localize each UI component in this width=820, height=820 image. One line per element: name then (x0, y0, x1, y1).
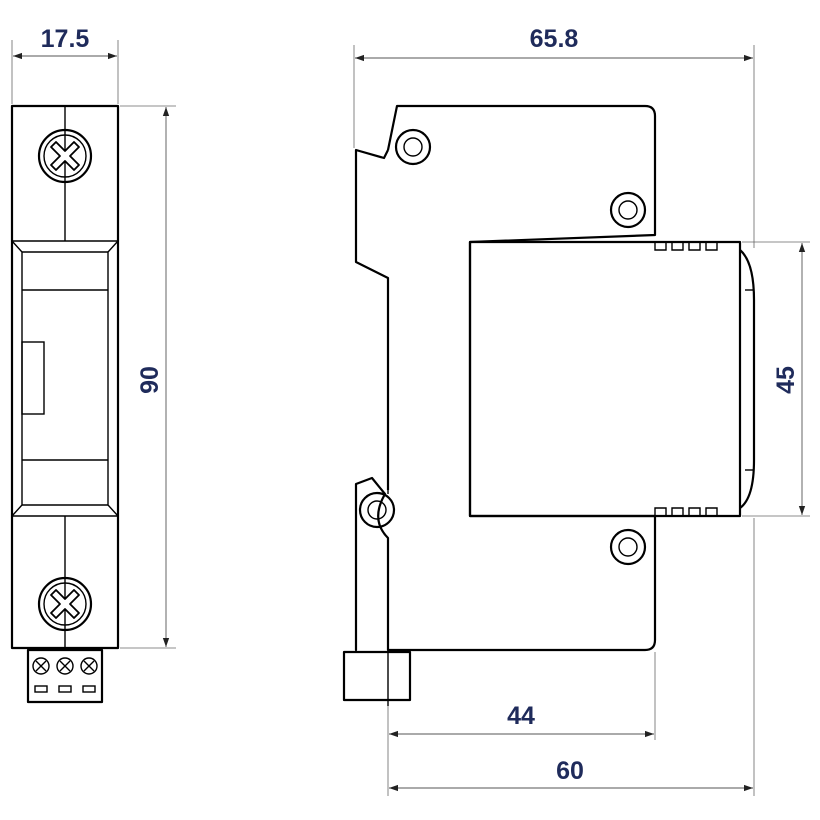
terminal-screw-bottom-icon (37, 576, 93, 632)
rivet-icon (609, 191, 647, 229)
base-depth-label: 60 (556, 757, 584, 785)
front-width-dimension: 17.5 (11, 25, 119, 104)
plug-in-module (468, 240, 756, 518)
side-overall-label: 65.8 (530, 25, 579, 53)
base-depth-dimension: 60 (389, 518, 755, 796)
front-view: 17.5 90 (10, 25, 176, 704)
front-height-label: 90 (136, 366, 164, 394)
rivet-icon (394, 128, 432, 166)
rivet-icon (609, 528, 647, 566)
rivet-icon (358, 491, 396, 529)
front-depth-dimension: 44 (387, 652, 656, 796)
front-width-label: 17.5 (41, 25, 90, 53)
module-height-label: 45 (772, 366, 800, 394)
front-depth-label: 44 (507, 702, 535, 730)
din-clip (342, 650, 412, 702)
status-window (21, 341, 45, 415)
front-cover (11, 240, 119, 517)
module-height-dimension: 45 (742, 241, 810, 517)
terminal-screw-top-icon (37, 128, 93, 184)
side-overall-dimension: 65.8 (353, 25, 755, 248)
front-height-dimension: 90 (120, 105, 176, 649)
remote-signal-connector (26, 648, 104, 704)
side-housing-outline (354, 104, 657, 652)
side-view: 65.8 45 44 60 (342, 25, 810, 796)
